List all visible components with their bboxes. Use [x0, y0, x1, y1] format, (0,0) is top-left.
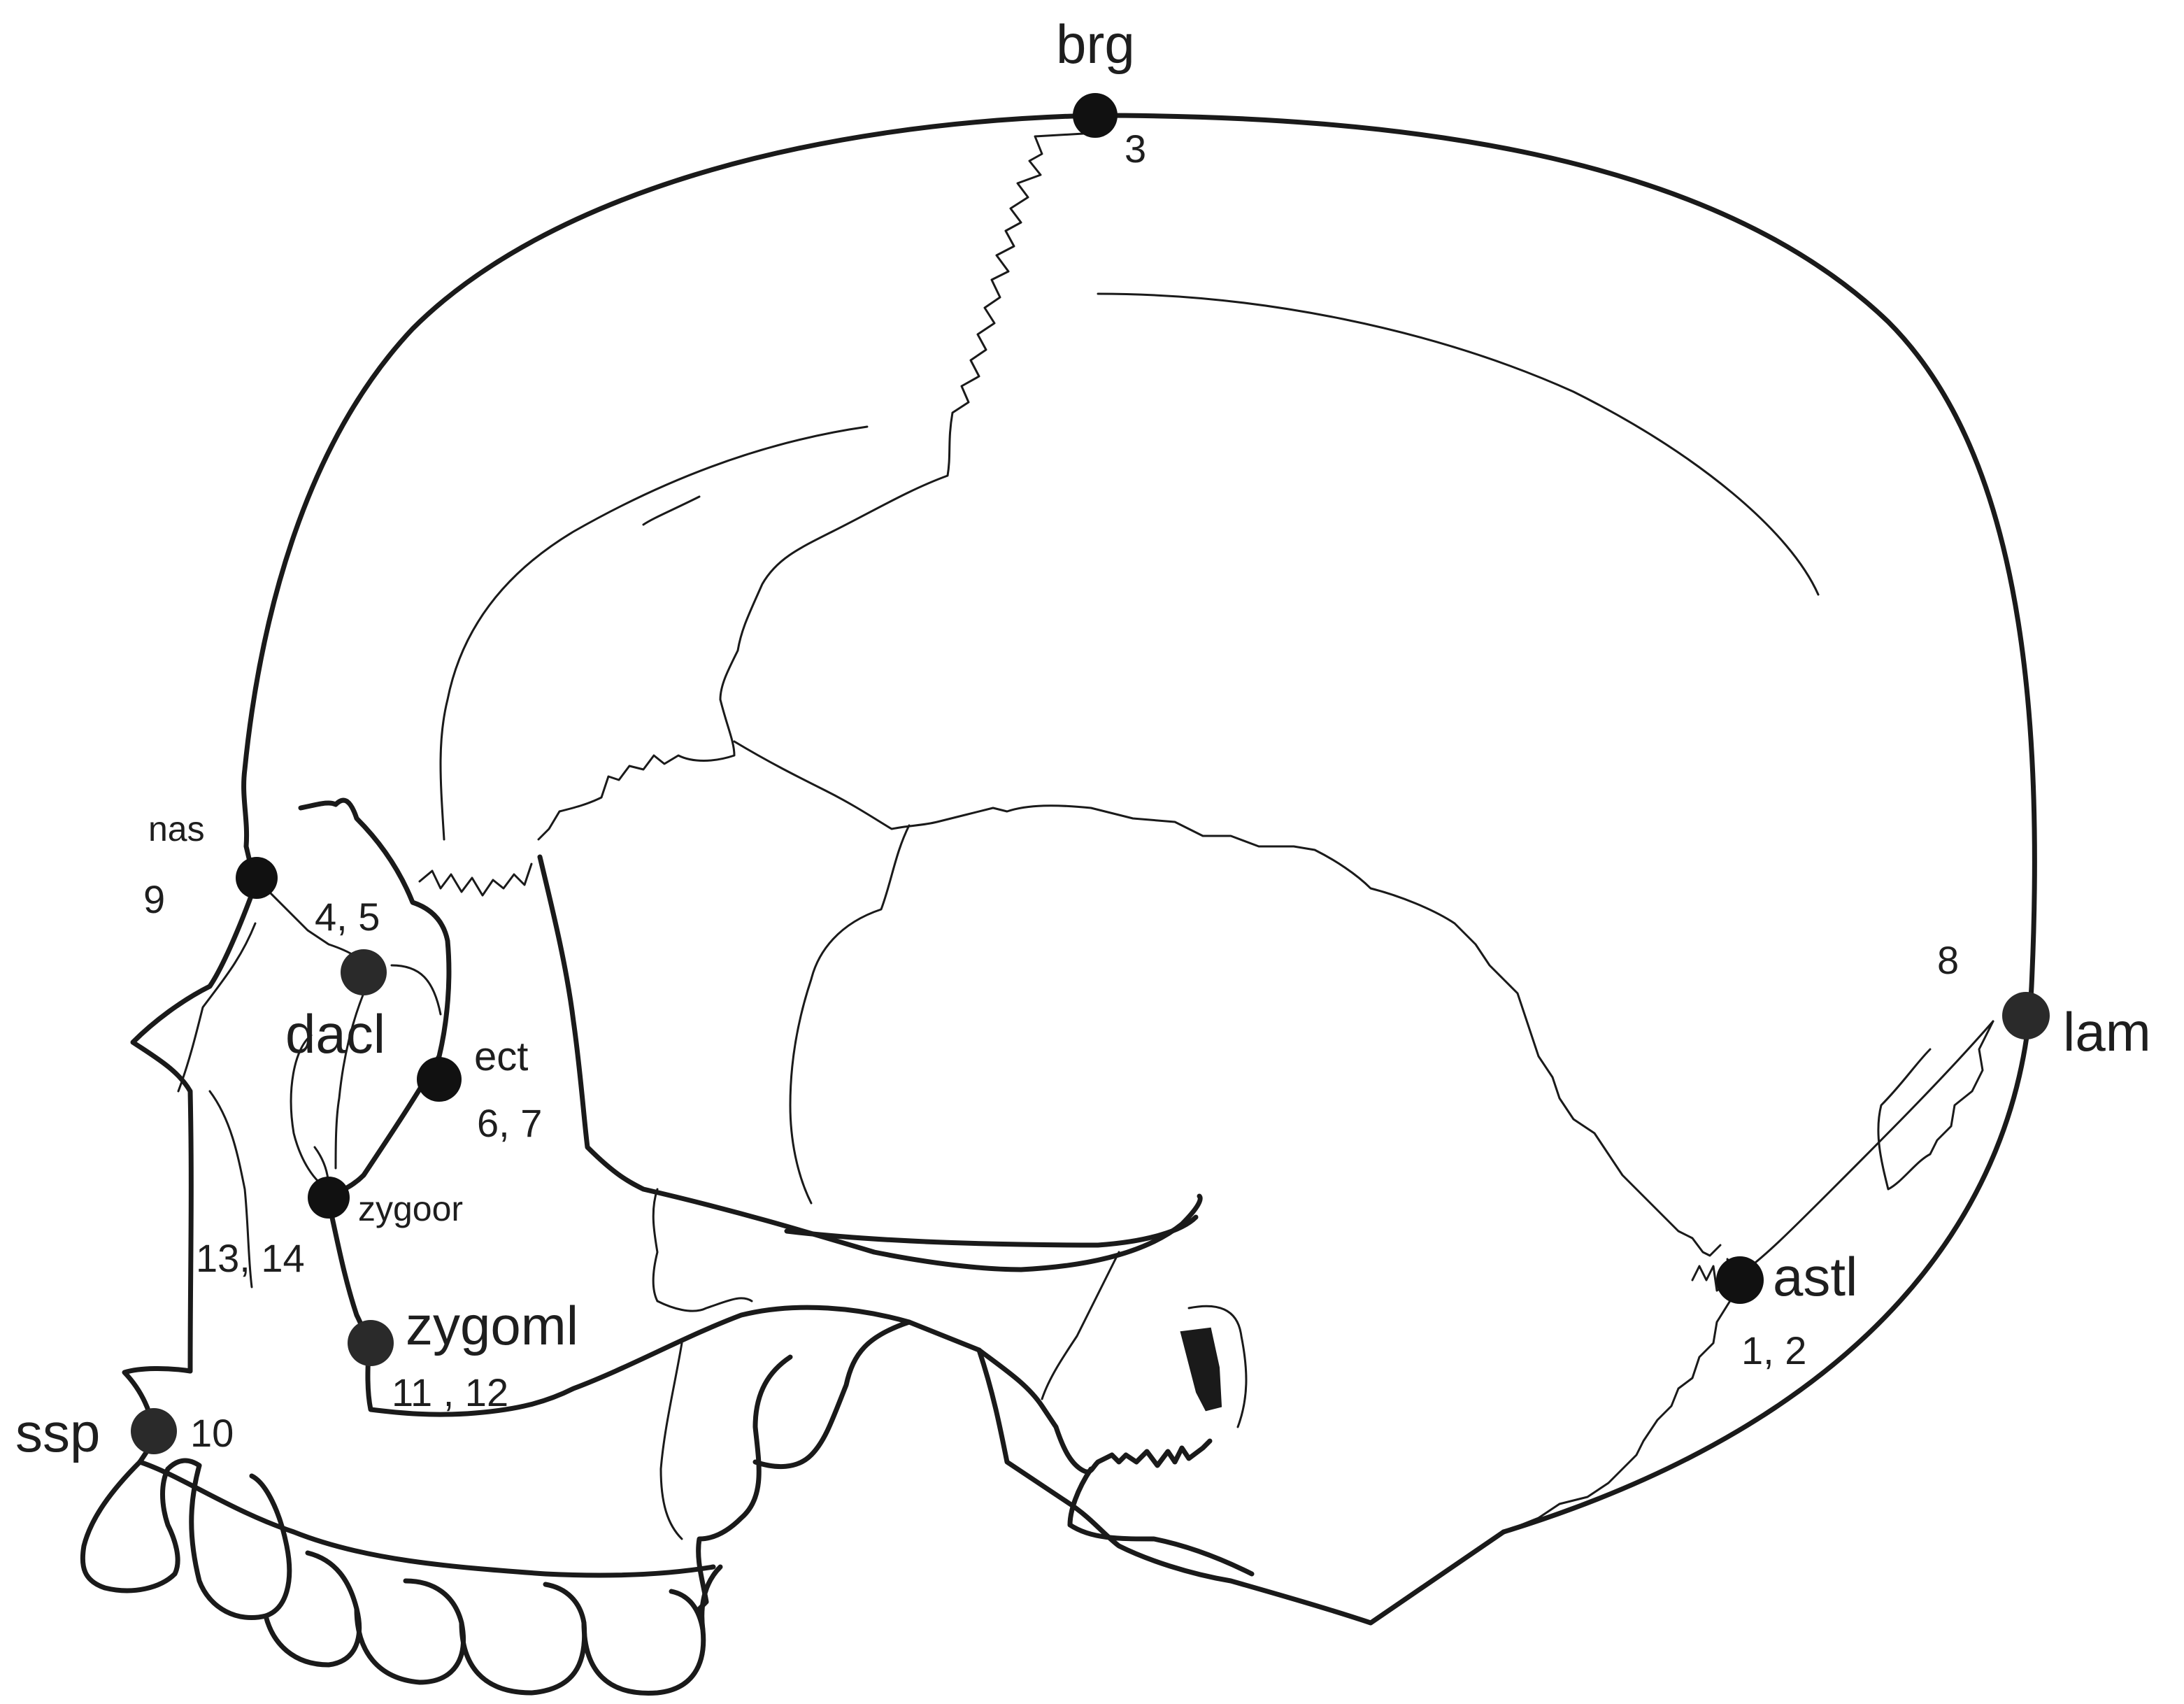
label-lam: lam [2063, 1001, 2151, 1063]
label-zygoor: zygoor [358, 1189, 463, 1228]
landmark-zygoor-dot [308, 1177, 350, 1219]
inferior-temporal-line [439, 425, 869, 841]
num-lam: 8 [1937, 938, 1959, 982]
sphenozygomatic-suture [652, 1188, 659, 1302]
orbit-inner [390, 964, 442, 1016]
nasal-profile [130, 882, 258, 1374]
num-brg: 3 [1125, 127, 1146, 171]
label-ssp: ssp [15, 1402, 100, 1463]
condyle [696, 1354, 793, 1612]
zygomatic-process [656, 1297, 753, 1312]
label-brg: brg [1056, 13, 1135, 75]
coronal-suture-lower [537, 698, 736, 841]
temporal-squama-arc [784, 1214, 1199, 1248]
num-zygoml: 11 , 12 [392, 1370, 508, 1414]
zygomatic-lower [324, 1193, 982, 1417]
num-zygoor: 13, 14 [196, 1236, 305, 1280]
label-dacl: dacl [285, 1003, 385, 1065]
num-astl: 1, 2 [1741, 1328, 1806, 1372]
num-ect: 6, 7 [477, 1101, 542, 1145]
num-dacl: 4, 5 [315, 895, 380, 939]
squama-inner [1041, 1251, 1120, 1400]
sphenoparietal-suture [789, 824, 911, 1205]
squamosal-suture [733, 740, 1722, 1257]
nasal-lateral [177, 922, 257, 1093]
acoustic-meatus [1180, 1327, 1222, 1412]
maxilla-vertical [659, 1342, 683, 1540]
label-zygoml: zygoml [406, 1295, 578, 1356]
num-ssp: 10 [190, 1411, 234, 1455]
mandibular-notch [752, 1319, 912, 1470]
lacrimal-line [334, 992, 365, 1170]
zygomatic-arch-upper [1018, 1193, 1203, 1272]
num-nas: 9 [143, 877, 165, 921]
sphenoid-edge [537, 854, 1024, 1272]
landmark-brg-dot [1073, 93, 1118, 138]
coronal-suture [719, 132, 1097, 701]
meatus-outline [1187, 1305, 1248, 1428]
label-astl: astl [1773, 1246, 1857, 1307]
orbit-rim [298, 797, 452, 1199]
frontozygomatic-suture [418, 862, 533, 897]
frontal-outline [241, 113, 1098, 888]
cranial-vault-outline [1092, 113, 2037, 1535]
label-nas: nas [148, 809, 205, 849]
occipitomastoid-suture [1502, 1293, 1736, 1533]
landmark-dacl-dot [341, 949, 387, 995]
teeth [80, 1458, 723, 1696]
landmark-ssp-dot [131, 1408, 177, 1454]
lambdoid-suture [1877, 1020, 1994, 1191]
label-ect: ect [474, 1034, 528, 1079]
superior-temporal-line [1097, 292, 1820, 596]
mastoid-process [976, 1347, 1506, 1626]
temporal-line-gap [642, 495, 701, 526]
landmark-ect-dot [417, 1057, 462, 1102]
landmark-zygoml-dot [348, 1320, 394, 1366]
lacrimal-fossa [290, 1034, 330, 1191]
zygomaticomaxillary-suture [208, 1090, 253, 1288]
cranial-base [976, 1347, 1213, 1475]
landmark-astl-dot [1716, 1256, 1764, 1304]
styloid-area [1067, 1466, 1255, 1577]
landmark-lam-dot [2002, 992, 2050, 1039]
landmark-nas-dot [236, 857, 278, 899]
